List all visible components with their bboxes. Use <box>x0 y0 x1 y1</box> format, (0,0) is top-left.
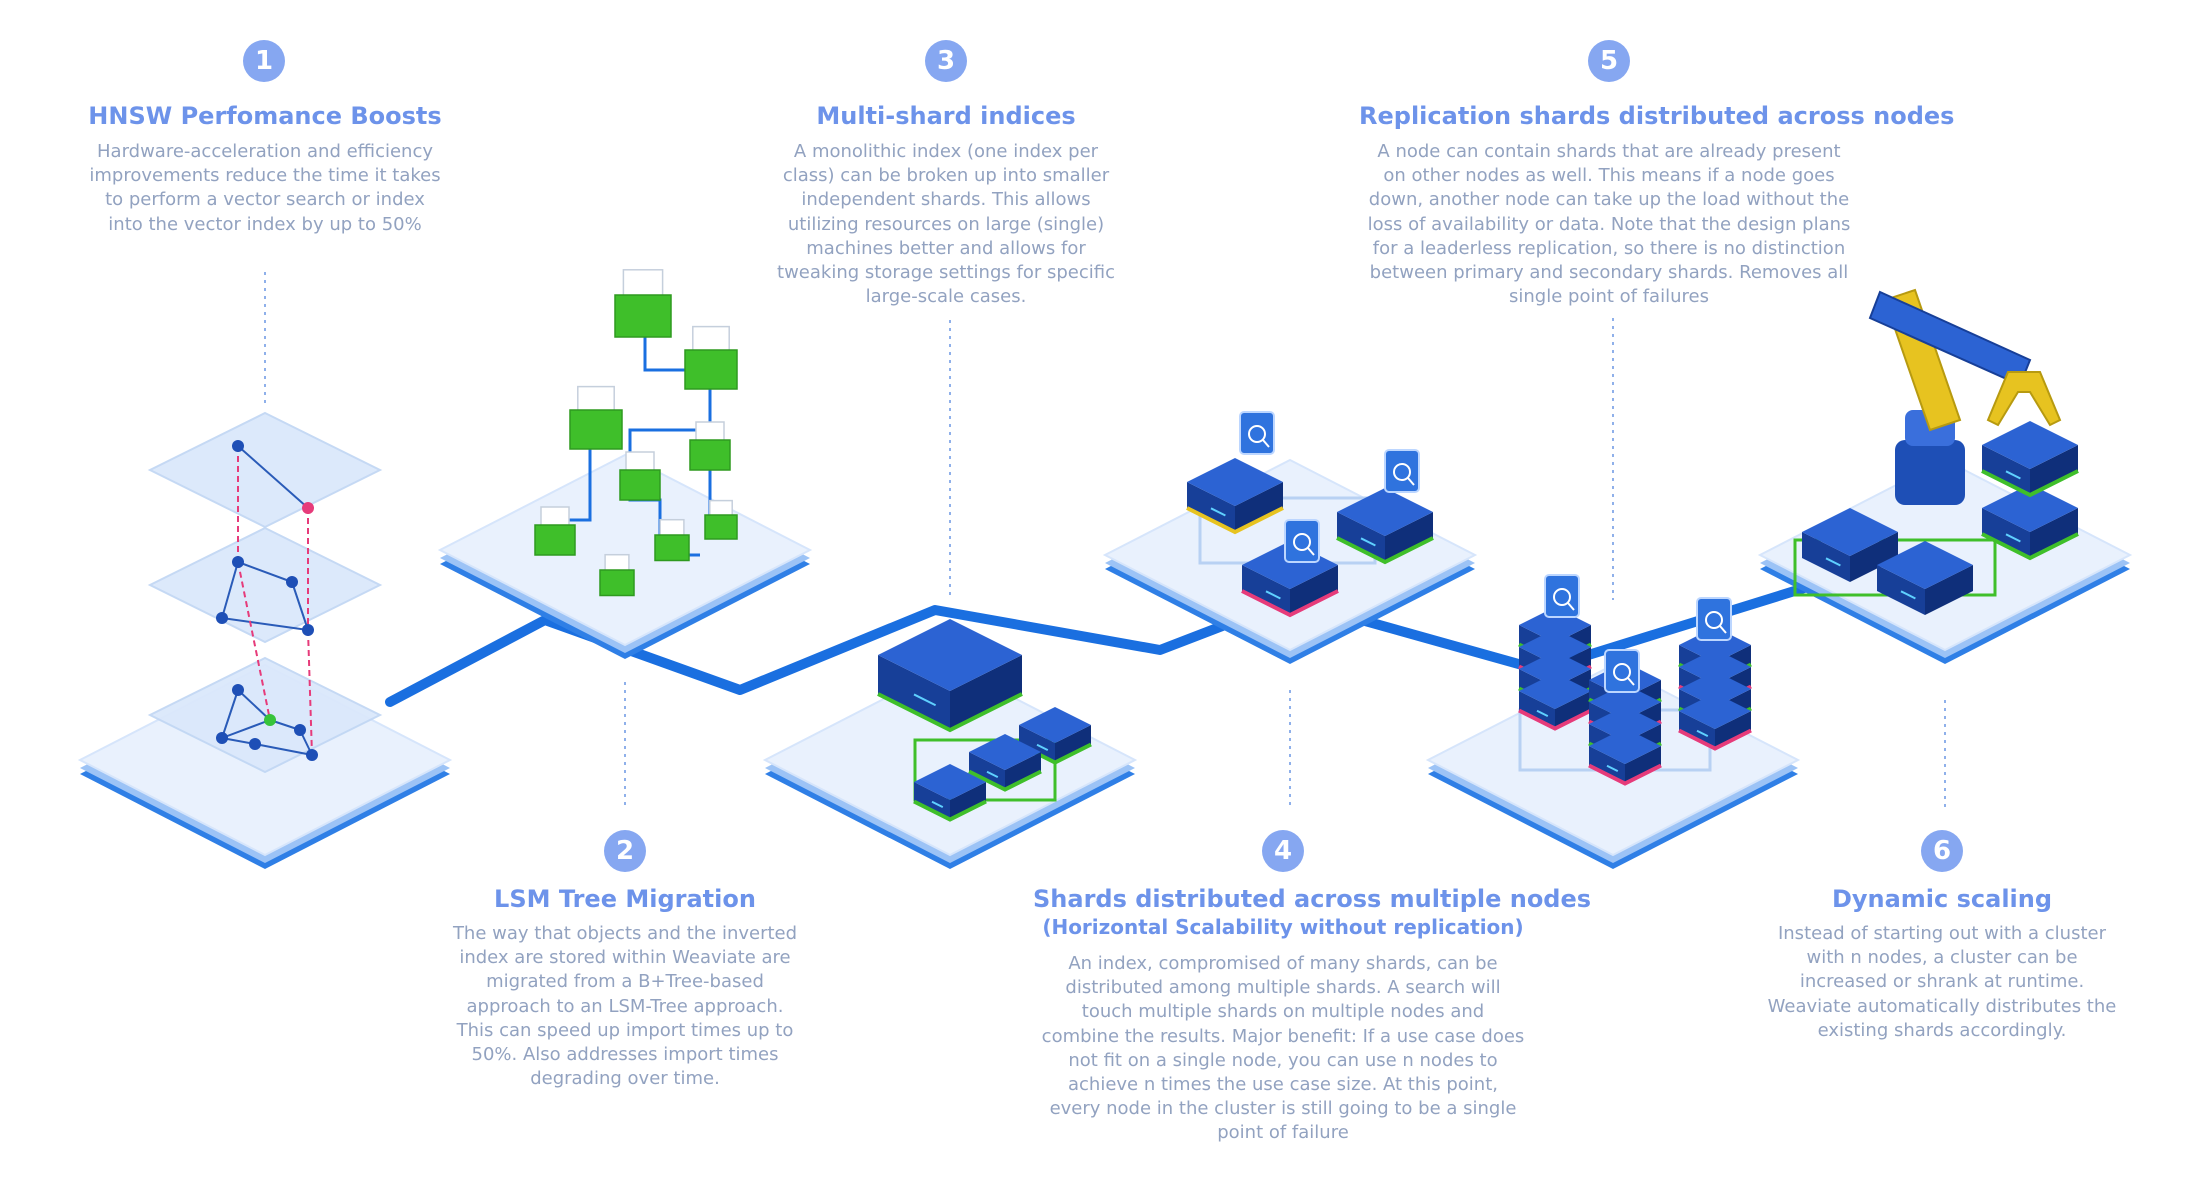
graph-node <box>232 440 244 452</box>
step-4-description: An index, compromised of many shards, ca… <box>1041 953 1525 1144</box>
step-2-number-badge: 2 <box>604 830 646 872</box>
replica-search-card-1 <box>1544 574 1580 618</box>
node-server-2 <box>1336 488 1434 565</box>
shard-server-3 <box>913 764 987 822</box>
graph-node <box>294 724 306 736</box>
graph-node <box>302 502 314 514</box>
graph-node <box>302 624 314 636</box>
cluster-node-2 <box>1877 541 1973 615</box>
step-6-number-badge: 6 <box>1921 830 1963 872</box>
graph-edge <box>254 743 313 756</box>
shard-search-card-3 <box>1284 519 1320 563</box>
graph-node <box>216 732 228 744</box>
hnsw-layer-2 <box>147 526 383 644</box>
graph-edge <box>221 719 271 739</box>
step-1-number-badge: 1 <box>243 40 285 82</box>
graph-node <box>264 714 276 726</box>
index-segment-7 <box>654 518 690 562</box>
shard-search-card-2 <box>1384 449 1420 493</box>
cluster-node-being-placed <box>1981 421 2079 498</box>
shard-server-2 <box>968 734 1042 792</box>
graph-node <box>306 749 318 761</box>
graph-edge <box>221 689 239 739</box>
graph-node <box>286 576 298 588</box>
step-2-description: The way that objects and the inverted in… <box>452 923 798 1090</box>
replica-search-card-2 <box>1604 649 1640 693</box>
step-5-number-badge: 5 <box>1588 40 1630 82</box>
step-3-title: Multi-shard indices <box>816 102 1076 130</box>
cluster-node-3 <box>1981 484 2079 561</box>
graph-edge <box>237 445 309 509</box>
step-6-description: Instead of starting out with a cluster w… <box>1767 923 2117 1041</box>
step-4-title: Shards distributed across multiple nodes <box>1033 885 1592 913</box>
step-4-number-badge: 4 <box>1262 830 1304 872</box>
step-2-title: LSM Tree Migration <box>494 885 756 913</box>
graph-edge <box>221 561 239 619</box>
index-segment-3 <box>569 385 623 450</box>
index-segment-2 <box>684 325 738 390</box>
robot-arm-upper <box>1868 290 2032 387</box>
index-segment-8 <box>704 499 738 540</box>
step-3-number-badge: 3 <box>925 40 967 82</box>
replica-search-card-3 <box>1696 597 1732 641</box>
index-segment-4 <box>689 421 731 471</box>
index-segment-9 <box>599 553 635 597</box>
robot-arm-base <box>1895 440 1965 505</box>
shard-search-card-1 <box>1239 411 1275 455</box>
index-segment-1 <box>614 269 672 338</box>
index-segment-6 <box>534 506 576 556</box>
cluster-node-1 <box>1802 508 1898 582</box>
graph-edge <box>237 561 293 583</box>
robot-arm-gripper <box>1986 371 2062 427</box>
replica-stack-3-layer <box>1678 693 1752 751</box>
monolithic-index-server <box>877 619 1023 733</box>
graph-node <box>216 612 228 624</box>
node-server-1 <box>1186 458 1284 535</box>
step-1-description: Hardware-acceleration and efficiency imp… <box>89 141 441 235</box>
index-segment-5 <box>619 451 661 501</box>
graph-edge <box>237 689 271 721</box>
graph-node <box>249 738 261 750</box>
replica-stack-2-layer <box>1588 728 1662 786</box>
graph-node <box>232 684 244 696</box>
graph-node <box>232 556 244 568</box>
graph-edge <box>291 581 309 631</box>
graph-search-link <box>307 629 313 756</box>
step-1-title: HNSW Perfomance Boosts <box>88 102 442 130</box>
replica-stack-1-layer <box>1518 673 1592 731</box>
graph-search-link <box>237 561 271 721</box>
graph-edge <box>221 617 309 631</box>
step-5-description: A node can contain shards that are alrea… <box>1367 141 1851 308</box>
step-4-subtitle: (Horizontal Scalability without replicat… <box>1042 915 1524 939</box>
step-5-title: Replication shards distributed across no… <box>1359 102 1955 130</box>
step-6-title: Dynamic scaling <box>1831 885 2053 913</box>
step-3-description: A monolithic index (one index per class)… <box>777 141 1115 308</box>
